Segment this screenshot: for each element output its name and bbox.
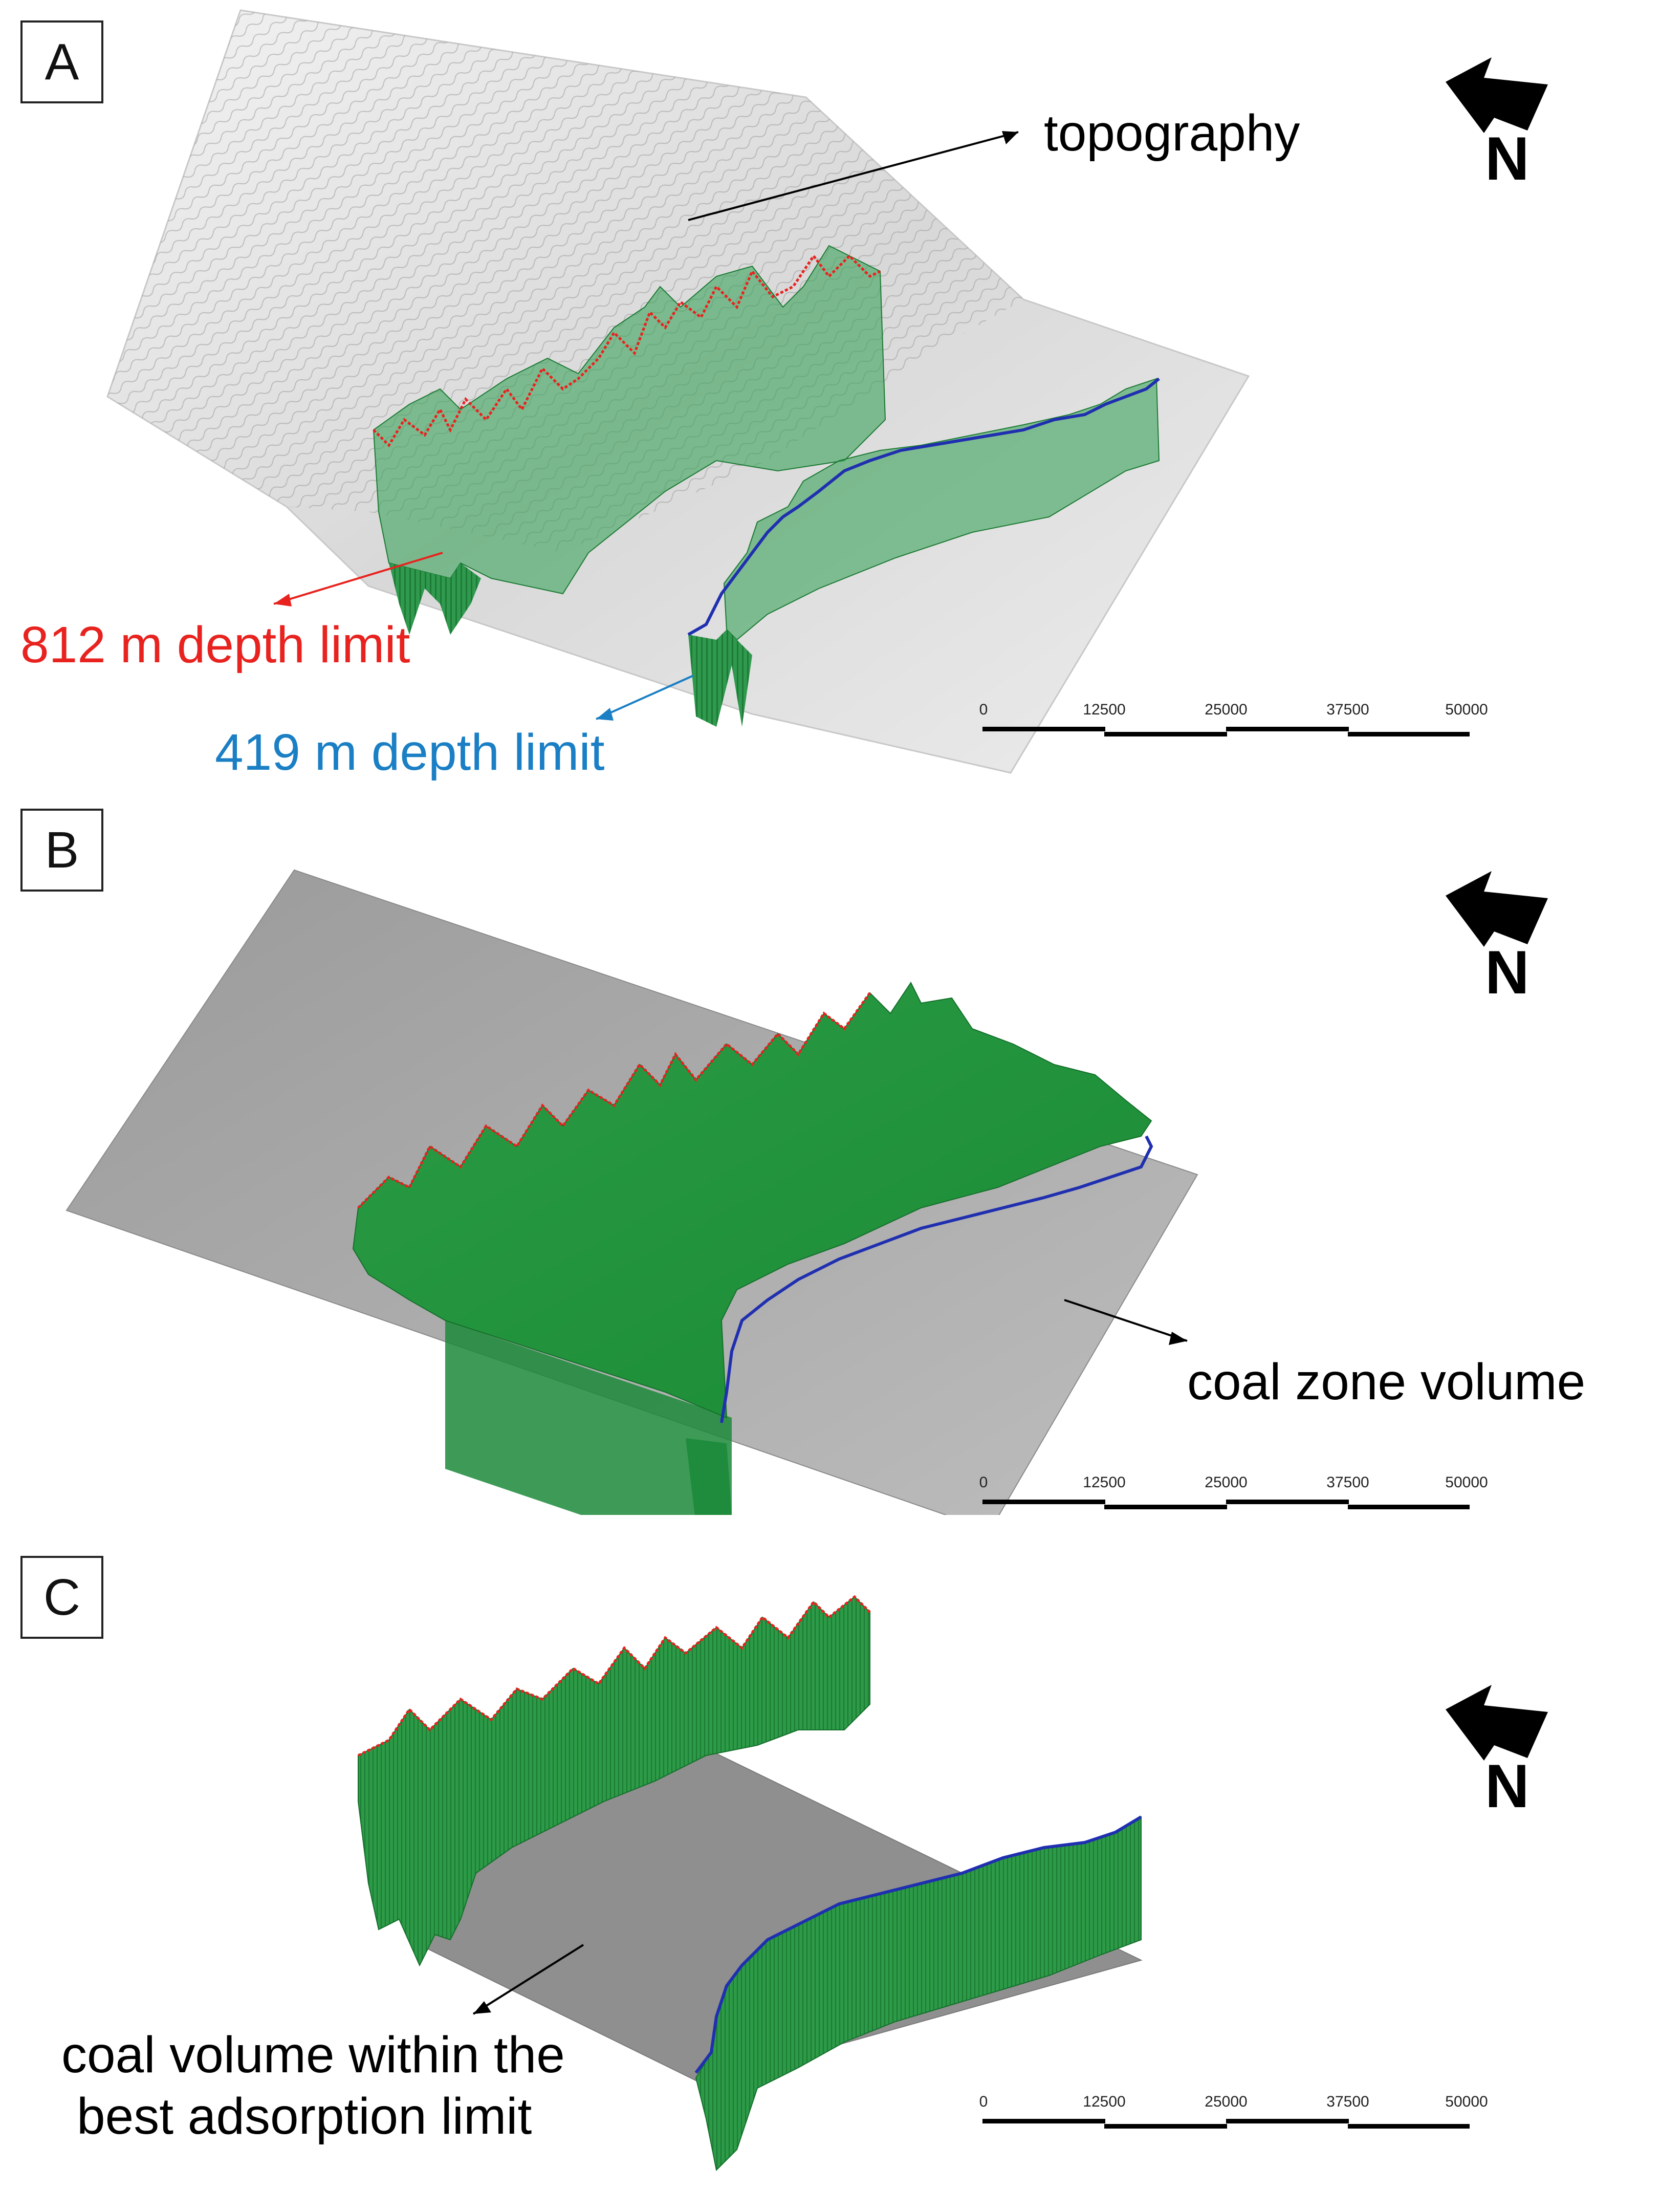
coal-volume-label-line2: best adsorption limit	[77, 2088, 532, 2145]
panel-c: C coal volume within the best adsorption…	[0, 1515, 1661, 2212]
scale-bar-segment	[982, 2119, 1105, 2123]
red-depth-limit-line	[373, 253, 881, 448]
coal-volume-arrow	[472, 1944, 584, 2015]
scale-tick-label: 25000	[1205, 701, 1248, 718]
topography-arrowhead	[1002, 131, 1018, 144]
blue-depth-limit-label: 419 m depth limit	[215, 724, 605, 781]
topography-label: topography	[1044, 104, 1300, 162]
scale-tick-label: 25000	[1205, 1474, 1248, 1491]
scale-bar-segment	[1348, 1505, 1470, 1509]
panel-a-label: A	[20, 20, 103, 103]
scale-tick-label: 12500	[1083, 2093, 1126, 2110]
coal-zone-arrowhead	[1169, 1332, 1187, 1345]
red-limit-arrow	[273, 552, 443, 605]
blue-limit-wall	[686, 1438, 732, 1515]
scale-tick-label: 0	[979, 701, 988, 718]
scale-bar: 0 12500 25000 37500 50000	[979, 1474, 1488, 1535]
scale-bar-segment	[1104, 1505, 1227, 1509]
scale-tick-label: 50000	[1445, 1474, 1488, 1491]
scale-bar-segment	[982, 727, 1105, 731]
scale-tick-label: 0	[979, 2093, 988, 2110]
blue-limit-arrowhead	[596, 708, 614, 721]
coal-volume-arrowhead	[473, 2001, 491, 2014]
blue-limit-arrow	[596, 675, 694, 720]
coal-zone-model-view	[65, 869, 1198, 1515]
north-letter: N	[1485, 938, 1529, 1007]
scale-tick-label: 37500	[1326, 1474, 1369, 1491]
coal-zone-top-surface	[352, 982, 1152, 1419]
scale-bar-segment	[1348, 732, 1470, 736]
panel-c-label: C	[20, 1556, 103, 1639]
scale-bar-segment	[1226, 727, 1349, 731]
north-arrow-icon	[1446, 871, 1548, 947]
blue-depth-limit-line	[720, 1135, 1153, 1423]
scale-tick-label: 25000	[1205, 2093, 1248, 2110]
topography-arrow	[688, 131, 1019, 221]
red-limit-volume-base	[379, 512, 481, 635]
topography-model-view	[106, 9, 1250, 774]
panel-a: A topography 812 m depth limit 419 m dep…	[0, 0, 1661, 788]
coal-zone-arrow	[1064, 1299, 1188, 1342]
red-limit-arrowhead	[274, 594, 292, 606]
blue-limit-volume	[723, 378, 1160, 641]
north-letter: N	[1485, 124, 1529, 193]
scale-bar-segment	[1226, 2119, 1349, 2123]
scale-tick-label: 37500	[1326, 2093, 1369, 2110]
north-arrow-icon	[1446, 57, 1548, 133]
coal-zone-front-wall	[445, 1320, 732, 1515]
coal-volume-label-line1: coal volume within the	[61, 2026, 565, 2084]
red-limit-volume	[373, 245, 886, 595]
north-arrow: N	[1443, 1684, 1550, 1817]
scale-bar-segment	[982, 1500, 1105, 1504]
panel-b-label: B	[20, 809, 103, 892]
red-depth-limit-label: 812 m depth limit	[20, 616, 410, 674]
scale-tick-label: 0	[979, 1474, 988, 1491]
scale-tick-label: 12500	[1083, 701, 1126, 718]
coal-volume-model-view	[357, 1595, 1143, 2172]
scale-bar-segment	[1104, 732, 1227, 736]
scale-bar-segment	[1348, 2124, 1470, 2129]
scale-tick-label: 50000	[1445, 701, 1488, 718]
coal-zone-label: coal zone volume	[1187, 1353, 1586, 1411]
blue-depth-limit-line	[687, 377, 1160, 636]
scale-bar-segment	[1104, 2124, 1227, 2129]
north-letter: N	[1485, 1752, 1529, 1820]
scale-tick-label: 50000	[1445, 2093, 1488, 2110]
red-depth-limit-line	[357, 992, 871, 1209]
blue-limit-volume-base	[688, 630, 752, 727]
scale-bar-segment	[1226, 1500, 1349, 1504]
scale-tick-label: 12500	[1083, 1474, 1126, 1491]
blue-depth-limit-line	[694, 1815, 1142, 2074]
scale-bar: 0 12500 25000 37500 50000	[979, 2093, 1488, 2155]
red-depth-limit-line	[357, 1595, 871, 1757]
panel-b: B coal zone volume N 0 12500 25000 37500…	[0, 788, 1661, 1515]
north-arrow: N	[1443, 56, 1550, 189]
scale-tick-label: 37500	[1326, 701, 1369, 718]
north-arrow-icon	[1446, 1685, 1548, 1761]
scale-bar: 0 12500 25000 37500 50000	[979, 701, 1488, 763]
north-arrow: N	[1443, 870, 1550, 1003]
